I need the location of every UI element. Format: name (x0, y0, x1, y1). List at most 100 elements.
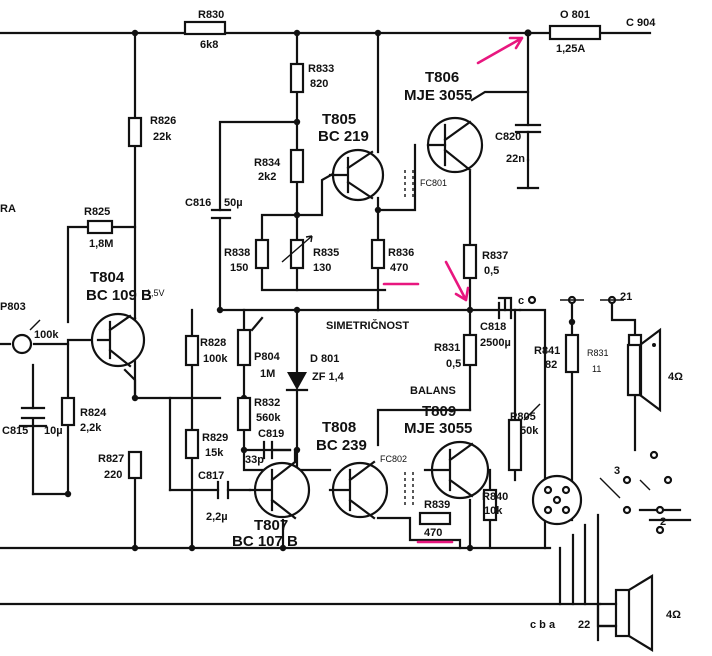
arrow-top-rail (476, 36, 524, 65)
t806-name: T806 (425, 69, 459, 86)
r828-value: 100k (203, 353, 228, 365)
ra-label: RA (0, 203, 16, 215)
t805-type: BC 219 (318, 128, 369, 145)
d801-diode (285, 372, 309, 392)
r826-body (127, 116, 143, 148)
c816-name: C816 (185, 197, 211, 209)
t809-type: MJE 3055 (404, 420, 472, 437)
r833-value: 820 (310, 78, 328, 90)
c816-value: 50µ (224, 197, 243, 209)
c819-value: 33p (245, 454, 264, 466)
r824-name: R824 (80, 407, 107, 419)
p803-pot (11, 319, 41, 355)
c820-value: 22n (506, 153, 525, 165)
speaker-bottom-imp: 4Ω (666, 609, 681, 621)
resistors (60, 20, 643, 526)
r841-value: 82 (545, 359, 557, 371)
r827-value: 220 (104, 469, 122, 481)
r825-name: R825 (84, 206, 110, 218)
c815-name: C815 (2, 425, 28, 437)
arrow-c818 (444, 260, 470, 302)
jack-pin-right: 2 (660, 516, 666, 528)
r828-body (184, 334, 200, 367)
t808-name: T808 (322, 419, 356, 436)
t804-body (90, 312, 146, 368)
r829-body (184, 428, 200, 460)
r826-value: 22k (153, 131, 172, 143)
transistors (90, 116, 490, 520)
labels: R830 6k8 O 801 1,25A C 904 R833 820 R826… (0, 9, 683, 631)
jack-pin-left: 3 (614, 465, 620, 477)
r830-body (183, 20, 227, 36)
r842-name: R831 (587, 348, 609, 358)
o801-name: O 801 (560, 9, 590, 21)
r824-value: 2,2k (80, 422, 102, 434)
r836-name: R836 (388, 247, 414, 259)
bias-label: 1,5V (146, 288, 165, 298)
r837-value: 0,5 (484, 265, 499, 277)
r830-name: R830 (198, 9, 224, 21)
r835-body (289, 238, 305, 270)
r839-body (418, 511, 452, 526)
r835-name: R835 (313, 247, 339, 259)
r827-body (127, 450, 143, 480)
t808-type: BC 239 (316, 437, 367, 454)
junction-dots (64, 29, 576, 552)
r831-value: 0,5 (446, 358, 461, 370)
capacitors (18, 123, 542, 505)
r836-value: 470 (390, 262, 408, 274)
r825-body (86, 219, 114, 235)
r834-body (289, 148, 305, 184)
r829-name: R829 (202, 432, 228, 444)
c818-value: 2500µ (480, 337, 511, 349)
r840-value: 10k (484, 505, 503, 517)
t809-name: T809 (422, 403, 456, 420)
r836-body (370, 238, 386, 270)
r830-value: 6k8 (200, 39, 218, 51)
r832-body (236, 396, 252, 432)
p805-name: P805 (510, 411, 536, 423)
r831-body (462, 333, 478, 367)
r839-value: 470 (424, 527, 442, 539)
r827-name: R827 (98, 453, 124, 465)
r840-name: R840 (482, 491, 508, 503)
r838-value: 150 (230, 262, 248, 274)
c817-value: 2,2µ (206, 511, 228, 523)
p804-name: P804 (254, 351, 281, 363)
c819-name: C819 (258, 428, 284, 440)
r837-body (462, 243, 478, 280)
r832-name: R832 (254, 397, 280, 409)
c818-name: C818 (480, 321, 506, 333)
r826-name: R826 (150, 115, 176, 127)
fc802-label: FC802 (380, 454, 407, 464)
abc-label: c b a (530, 619, 556, 631)
highlight-annotations (382, 36, 524, 544)
d801-name: D 801 (310, 353, 339, 365)
simetricnost-label: SIMETRIČNOST (326, 319, 409, 332)
num22-label: 22 (578, 619, 590, 631)
speaker-top (626, 327, 662, 413)
t804-name: T804 (90, 269, 125, 286)
d801-type: ZF 1,4 (312, 371, 345, 383)
r834-value: 2k2 (258, 171, 276, 183)
output-connector (527, 295, 673, 535)
node-c-label: c (518, 295, 524, 307)
t807-name: T807 (254, 517, 288, 534)
r829-value: 15k (205, 447, 224, 459)
o801-body (548, 24, 602, 41)
speaker-top-imp: 4Ω (668, 371, 683, 383)
r837-name: R837 (482, 250, 508, 262)
r832-value: 560k (256, 412, 281, 424)
r833-body (289, 62, 305, 94)
r838-name: R838 (224, 247, 250, 259)
r835-value: 130 (313, 262, 331, 274)
fc801-label: FC801 (420, 178, 447, 188)
c815-value: 10µ (44, 425, 63, 437)
r838-body (254, 238, 270, 270)
o801-value: 1,25A (556, 43, 585, 55)
t805-name: T805 (322, 111, 356, 128)
supply-label: C 904 (626, 17, 656, 29)
t807-type: BC 107 B (232, 533, 298, 550)
r824-body (60, 396, 76, 427)
